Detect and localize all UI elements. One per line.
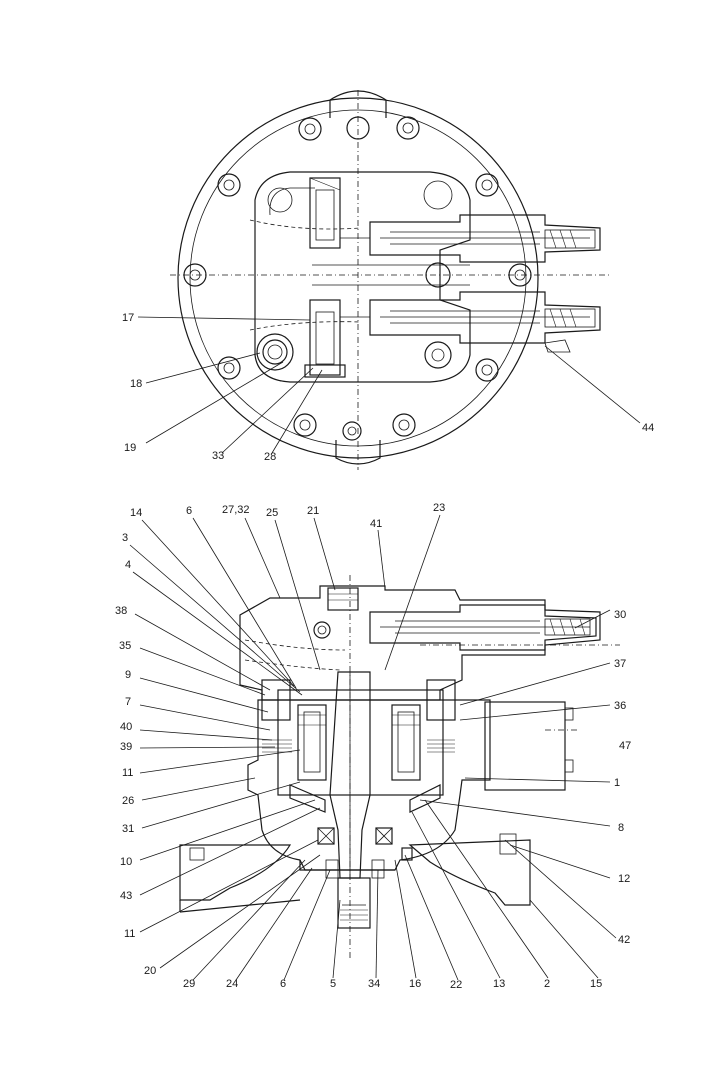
callout-36: 36 [614,700,626,712]
callout-28: 28 [264,451,276,463]
callout-25: 25 [266,507,278,519]
leader-lines [129,316,641,981]
callout-42: 42 [618,934,630,946]
callout-9: 9 [125,669,131,681]
callout-4: 4 [125,559,131,571]
callout-24: 24 [226,978,238,990]
callout-16: 16 [409,978,421,990]
callout-30: 30 [614,609,626,621]
callout-14: 14 [130,507,142,519]
callout-21: 21 [307,505,319,517]
upper-relief-valve [340,214,601,263]
callout-11-lower: 11 [124,928,135,940]
callout-1: 1 [614,777,620,789]
flange-bolt-holes [183,116,532,437]
callout-11-upper: 11 [122,767,133,779]
callout-10: 10 [120,856,132,868]
callout-34: 34 [368,978,380,990]
callout-23: 23 [433,502,445,514]
callout-37: 37 [614,658,626,670]
callout-6-top: 6 [186,505,192,517]
callout-8: 8 [618,822,624,834]
callout-17: 17 [122,312,134,324]
callout-5: 5 [330,978,336,990]
callout-40: 40 [120,721,132,733]
lower-relief-valve [340,291,601,353]
callout-22: 22 [450,979,462,991]
callout-6-bottom: 6 [280,978,286,990]
callout-39: 39 [120,741,132,753]
callout-33: 33 [212,450,224,462]
callout-2: 2 [544,978,550,990]
brake-discs [261,679,456,753]
callout-47: 47 [619,740,631,752]
callout-7: 7 [125,696,131,708]
callout-20: 20 [144,965,156,977]
callout-38: 38 [115,605,127,617]
section-view [179,575,620,960]
callout-27-32: 27,32 [222,504,250,516]
callout-labels: 17 18 19 33 28 44 14 6 27,32 25 21 41 23… [115,312,654,991]
callout-26: 26 [122,795,134,807]
callout-43: 43 [120,890,132,902]
callout-35: 35 [119,640,131,652]
top-view [170,90,610,470]
callout-13: 13 [493,978,505,990]
callout-19: 19 [124,442,136,454]
callout-29: 29 [183,978,195,990]
callout-18: 18 [130,378,142,390]
callout-3: 3 [122,532,128,544]
callout-12: 12 [618,873,630,885]
callout-41: 41 [370,518,382,530]
callout-31: 31 [122,823,134,835]
callout-15: 15 [590,978,602,990]
callout-44: 44 [642,422,654,434]
